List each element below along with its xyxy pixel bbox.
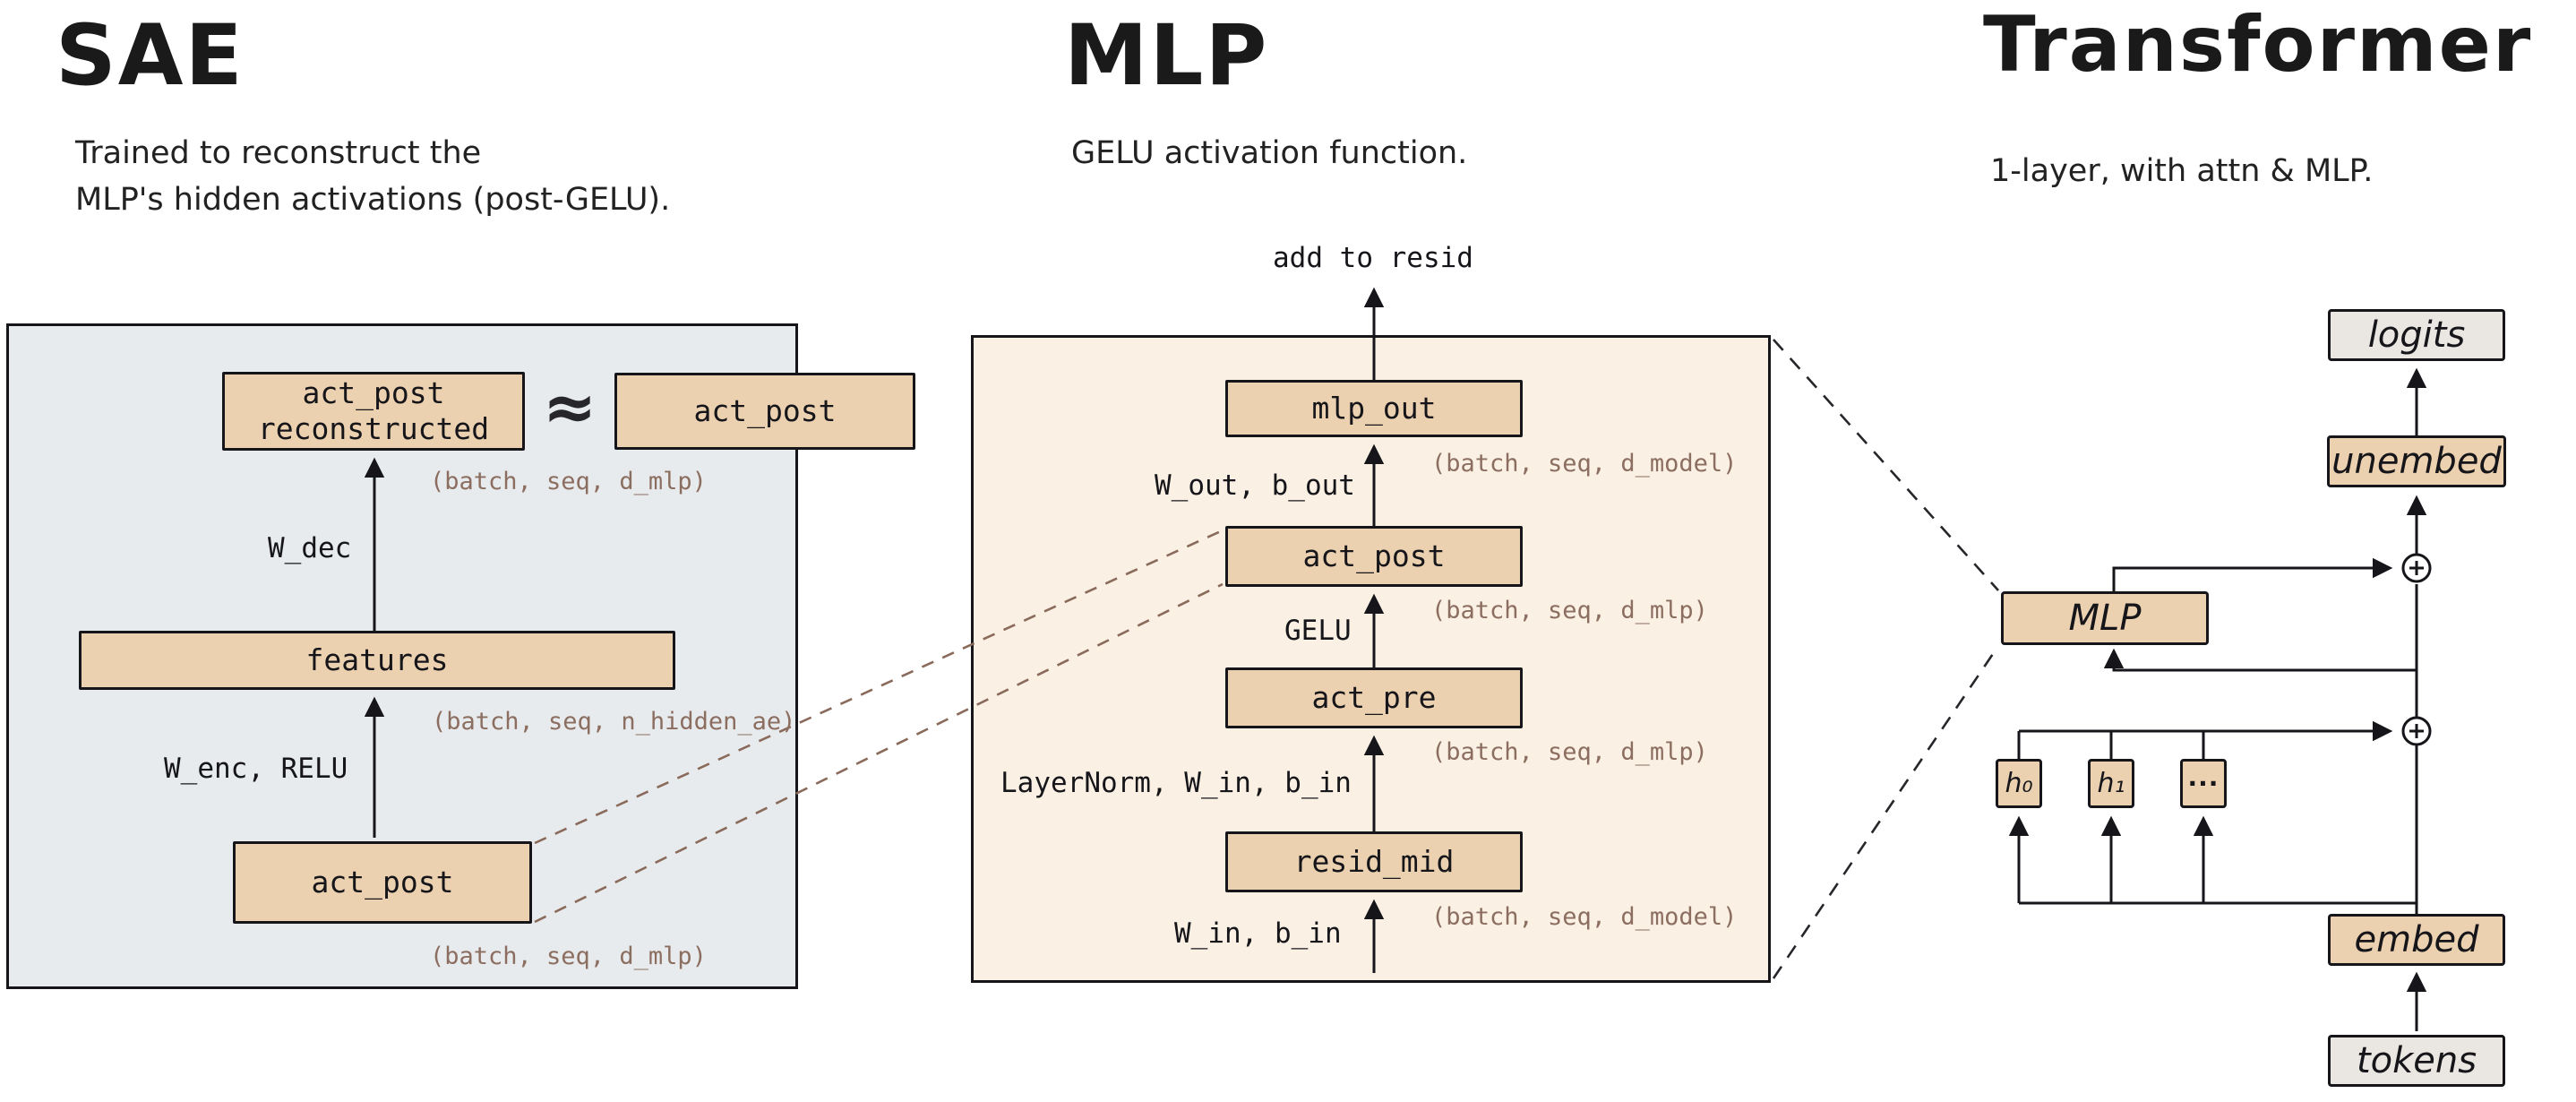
residual-add-icon bbox=[2401, 716, 2432, 746]
shape-annotation-resid-mid: (batch, seq, d_model) bbox=[1431, 903, 1738, 931]
attn-head-ellipsis-box: ... bbox=[2180, 759, 2227, 808]
embed-box: embed bbox=[2328, 914, 2505, 966]
act-post-input-label: act_post bbox=[311, 864, 454, 900]
resid-mid-box: resid_mid bbox=[1225, 831, 1523, 892]
dashed-link-actpost-bottom bbox=[534, 582, 1224, 924]
residual-add-icon bbox=[2401, 553, 2432, 583]
act-post-reconstructed-label-line2: reconstructed bbox=[257, 411, 490, 446]
unembed-box: unembed bbox=[2327, 435, 2506, 487]
gelu-label: GELU bbox=[1284, 615, 1352, 647]
sae-subtitle: Trained to reconstruct the MLP's hidden … bbox=[75, 131, 670, 224]
act-post-reconstructed-label-line1: act_post bbox=[302, 375, 445, 410]
transformer-subtitle: 1-layer, with attn & MLP. bbox=[1990, 153, 2374, 189]
act-post-input-box: act_post bbox=[233, 841, 532, 924]
act-post-target-box: act_post bbox=[614, 373, 915, 450]
attn-head-h0-label: h₀ bbox=[2005, 768, 2033, 799]
attn-head-h0-box: h₀ bbox=[1996, 759, 2042, 808]
wire-mlp-output bbox=[2112, 557, 2393, 591]
tokens-box: tokens bbox=[2328, 1035, 2505, 1087]
w-dec-label: W_dec bbox=[268, 532, 352, 564]
act-post-target-label: act_post bbox=[693, 392, 837, 428]
shape-annotation-act-post: (batch, seq, d_mlp) bbox=[1431, 597, 1708, 624]
transformer-mlp-label: MLP bbox=[2068, 598, 2142, 639]
approx-equal-symbol: ≈ bbox=[543, 369, 597, 444]
mlp-act-post-box: act_post bbox=[1225, 526, 1523, 587]
transformer-mlp-box: MLP bbox=[2001, 591, 2209, 645]
add-to-resid-label: add to resid bbox=[1273, 242, 1473, 274]
shape-annotation-act-pre: (batch, seq, d_mlp) bbox=[1431, 738, 1708, 766]
tokens-label: tokens bbox=[2356, 1040, 2477, 1081]
w-in-b-in-label: W_in, b_in bbox=[1174, 917, 1342, 950]
dashed-link-mlp-bottom bbox=[1772, 645, 2000, 979]
attn-head-ellipsis-label: ... bbox=[2187, 762, 2220, 792]
resid-mid-label: resid_mid bbox=[1293, 843, 1455, 879]
attn-head-h1-box: h₁ bbox=[2088, 759, 2134, 808]
mlp-out-label: mlp_out bbox=[1311, 390, 1437, 426]
transformer-title: Transformer bbox=[1983, 0, 2533, 90]
logits-box: logits bbox=[2328, 309, 2505, 361]
features-box: features bbox=[79, 631, 675, 690]
layernorm-w-in-b-in-label: LayerNorm, W_in, b_in bbox=[1000, 767, 1352, 799]
act-pre-label: act_pre bbox=[1311, 679, 1437, 715]
mlp-act-post-label: act_post bbox=[1302, 538, 1446, 573]
w-out-b-out-label: W_out, b_out bbox=[1155, 469, 1355, 502]
dashed-link-actpost-top bbox=[534, 529, 1224, 845]
logits-label: logits bbox=[2367, 314, 2466, 356]
shape-annotation-sae-top: (batch, seq, d_mlp) bbox=[430, 468, 707, 495]
shape-annotation-sae-bottom: (batch, seq, d_mlp) bbox=[430, 943, 707, 970]
sae-title: SAE bbox=[56, 7, 245, 105]
mlp-title: MLP bbox=[1064, 7, 1269, 105]
features-label: features bbox=[305, 641, 449, 677]
mlp-out-box: mlp_out bbox=[1225, 380, 1523, 437]
shape-annotation-features: (batch, seq, n_hidden_ae) bbox=[432, 708, 796, 736]
mlp-subtitle: GELU activation function. bbox=[1071, 135, 1468, 171]
sae-subtitle-line2: MLP's hidden activations (post-GELU). bbox=[75, 181, 671, 218]
sae-subtitle-line1: Trained to reconstruct the bbox=[75, 135, 482, 171]
attn-head-h1-label: h₁ bbox=[2097, 768, 2125, 799]
dashed-link-mlp-top bbox=[1773, 339, 1999, 591]
shape-annotation-mlp-out: (batch, seq, d_model) bbox=[1431, 450, 1738, 478]
wire-mlp-input bbox=[2103, 648, 2417, 672]
embed-label: embed bbox=[2354, 919, 2479, 960]
act-post-reconstructed-box: act_post reconstructed bbox=[222, 372, 525, 451]
unembed-label: unembed bbox=[2331, 441, 2502, 482]
w-enc-relu-label: W_enc, RELU bbox=[164, 753, 348, 785]
act-pre-box: act_pre bbox=[1225, 667, 1523, 728]
